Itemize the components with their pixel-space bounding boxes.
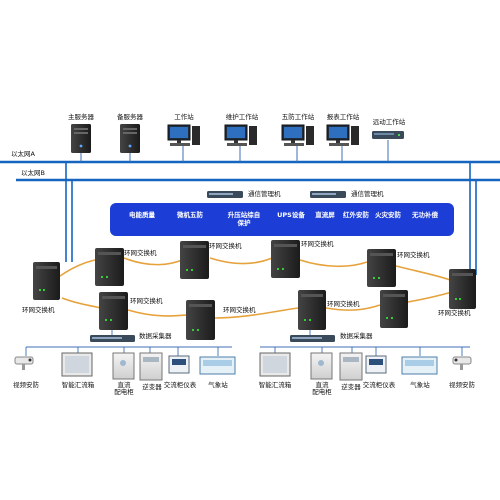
field-label-video-right: 视频安防 — [449, 381, 475, 389]
comm-manager-icon — [207, 191, 243, 198]
combiner-box-icon — [259, 352, 291, 377]
uplink-lines — [65, 162, 477, 275]
field-label-weather-right: 气象站 — [410, 381, 430, 389]
dc-cabinet-icon — [310, 352, 333, 380]
field-label-ac-meter-left: 交流柜仪表 — [163, 381, 197, 389]
inverter-icon — [339, 352, 363, 381]
ring-switch — [186, 300, 215, 340]
ring-switch — [367, 249, 396, 287]
data-collector-icon — [90, 335, 135, 342]
inverter-icon — [139, 352, 163, 381]
weather-station-icon — [401, 356, 438, 375]
switch-label: 环网交换机 — [22, 306, 55, 314]
camera-icon — [14, 356, 34, 370]
ethernet-b-label: 以太网B — [21, 169, 45, 177]
field-label-inverter-right: 逆变器 — [341, 383, 361, 391]
ring-switch — [449, 269, 476, 309]
field-label-ac-meter-right: 交流柜仪表 — [362, 381, 396, 389]
ring-switch — [271, 240, 300, 278]
field-label-inverter-left: 逆变器 — [142, 383, 162, 391]
switch-label: 环网交换机 — [301, 240, 334, 248]
switch-label: 环网交换机 — [327, 300, 360, 308]
ac-meter-icon — [168, 355, 190, 374]
data-collector-label: 数据采集器 — [340, 332, 373, 340]
ring-switch — [95, 248, 124, 286]
device-label-five-defense: 五防工作站 — [281, 113, 315, 121]
subsystem-five-defense: 微机五防 — [177, 210, 203, 219]
combiner-box-icon — [61, 352, 93, 377]
subsystem-infrared: 红外安防 — [343, 210, 369, 219]
ring-switch — [180, 241, 209, 279]
workstation-icon — [167, 124, 200, 146]
ac-meter-icon — [365, 355, 387, 374]
comm-manager-icon — [310, 191, 346, 198]
workstation-icon — [326, 124, 359, 146]
field-label-combiner-left: 智能汇流箱 — [61, 381, 95, 389]
ethernet-a-label: 以太网A — [11, 150, 35, 158]
weather-station-icon — [199, 356, 236, 375]
camera-icon — [452, 356, 472, 370]
device-label-workstation: 工作站 — [174, 113, 194, 121]
subsystem-reactive-comp: 无功补偿 — [412, 210, 438, 219]
switch-label: 环网交换机 — [397, 251, 430, 259]
device-label-report: 报表工作站 — [326, 113, 360, 121]
workstation-icon — [224, 124, 257, 146]
field-label-dc-cabinet-right: 直流 配电柜 — [312, 381, 332, 396]
router-icon — [372, 131, 404, 139]
switch-label: 环网交换机 — [223, 306, 256, 314]
subsystem-fire: 火灾安防 — [375, 210, 401, 219]
comm-manager-label: 通信管理机 — [248, 190, 281, 198]
field-label-weather-left: 气象站 — [208, 381, 228, 389]
switch-label: 环网交换机 — [209, 242, 242, 250]
field-label-combiner-right: 智能汇流箱 — [258, 381, 292, 389]
device-drop-lines — [80, 140, 389, 162]
device-label-telecontrol: 远动工作站 — [372, 118, 406, 126]
subsystem-banner: 电能质量 微机五防 升压站综自 保护 UPS设备 直流屏 红外安防 火灾安防 无… — [110, 203, 454, 236]
ring-switch — [33, 262, 60, 300]
ring-switch — [298, 290, 326, 330]
data-collector-icon — [290, 335, 335, 342]
subsystem-booster-station: 升压站综自 保护 — [227, 210, 261, 227]
device-label-main-server: 主服务器 — [68, 113, 94, 121]
ring-switch — [99, 292, 128, 330]
switch-label: 环网交换机 — [438, 309, 471, 317]
switch-label: 环网交换机 — [124, 249, 157, 257]
device-label-maintenance: 维护工作站 — [225, 113, 259, 121]
device-label-backup-server: 备服务器 — [117, 113, 143, 121]
workstation-icon — [281, 124, 314, 146]
field-label-dc-cabinet-left: 直流 配电柜 — [114, 381, 134, 396]
subsystem-power-quality: 电能质量 — [129, 210, 155, 219]
subsystem-ups: UPS设备 — [277, 210, 305, 219]
field-label-video-left: 视频安防 — [13, 381, 39, 389]
server-tower-icon — [120, 124, 140, 153]
switch-label: 环网交换机 — [130, 297, 163, 305]
comm-manager-label: 通信管理机 — [351, 190, 384, 198]
ring-switch — [380, 290, 408, 328]
subsystem-dc-screen: 直流屏 — [315, 210, 335, 219]
dc-cabinet-icon — [112, 352, 135, 380]
data-collector-label: 数据采集器 — [139, 332, 172, 340]
server-tower-icon — [71, 124, 91, 153]
